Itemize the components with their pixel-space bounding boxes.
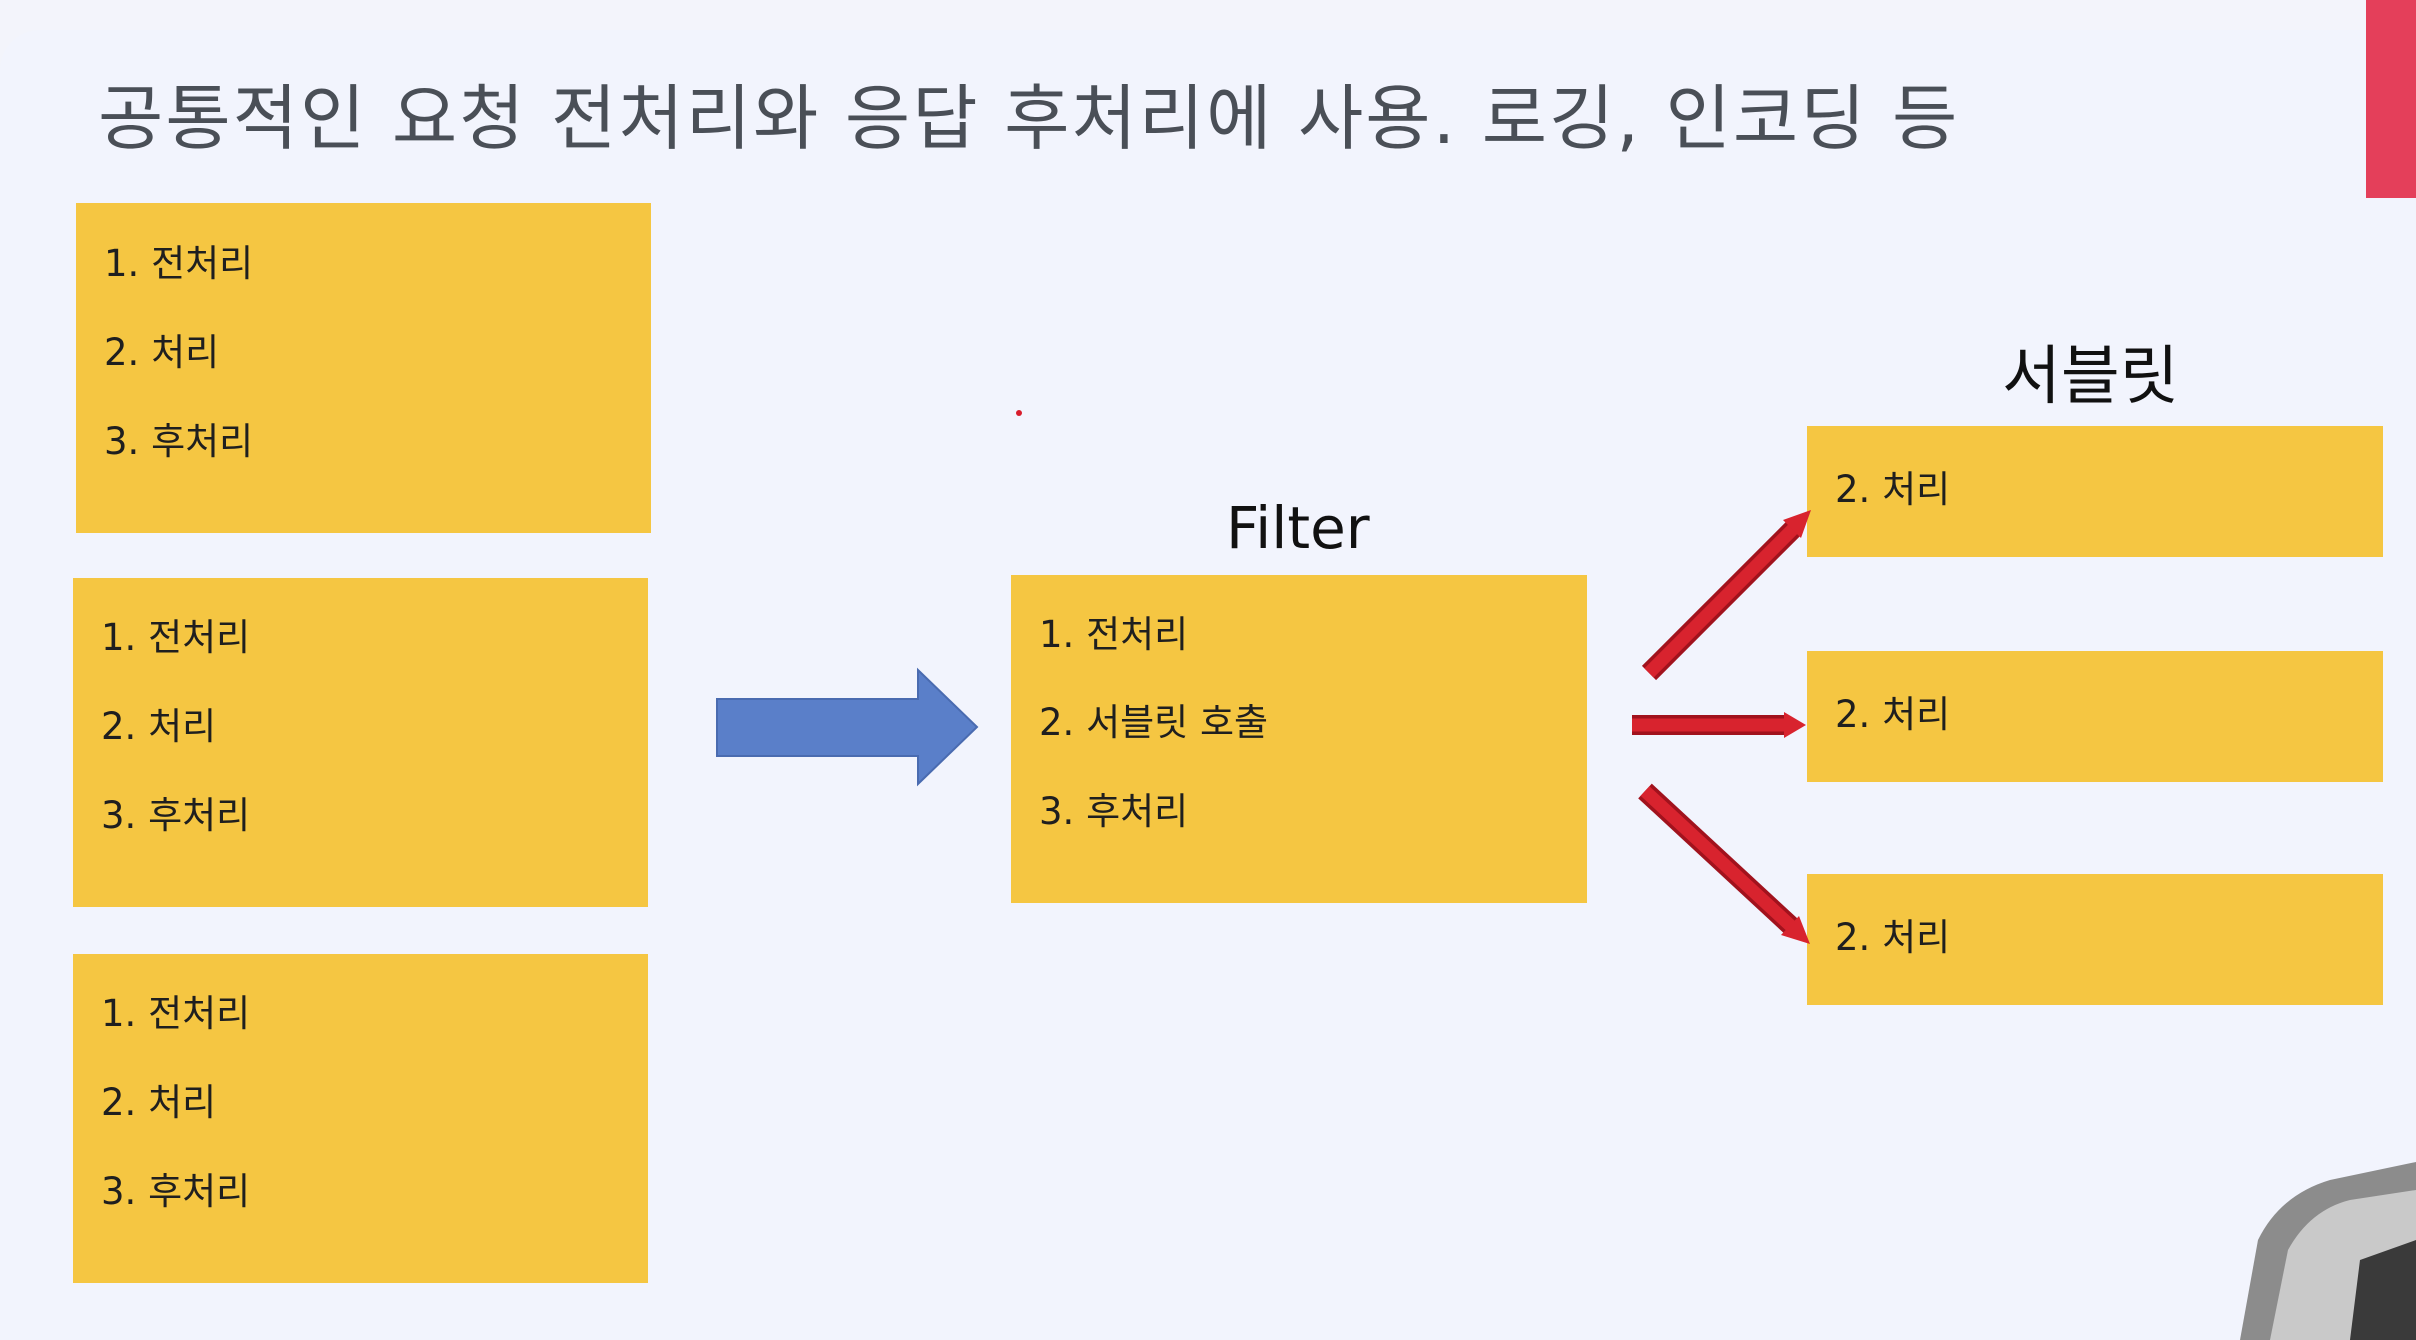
step-pre: 1. 전처리 (104, 233, 253, 287)
laser-pointer-dot (1016, 410, 1022, 416)
presenter-webcam (2240, 1100, 2416, 1340)
step-post: 3. 후처리 (101, 1161, 250, 1215)
slide-title: 공통적인 요청 전처리와 응답 후처리에 사용. 로깅, 인코딩 등 (98, 62, 1959, 164)
accent-bar (2366, 0, 2416, 198)
step-process: 2. 처리 (101, 1072, 216, 1126)
servlet-box-2: 2. 처리 (1807, 651, 2383, 782)
step-process: 2. 처리 (101, 696, 216, 750)
servlet-step-process: 2. 처리 (1835, 684, 1950, 738)
filter-step-call-servlet: 2. 서블릿 호출 (1039, 692, 1268, 746)
step-process: 2. 처리 (104, 322, 219, 376)
step-post: 3. 후처리 (101, 785, 250, 839)
filter-label: Filter (1226, 494, 1370, 562)
servlet-box-1: 2. 처리 (1807, 426, 2383, 557)
filter-step-post: 3. 후처리 (1039, 781, 1188, 835)
servlet-label: 서블릿 (2002, 325, 2179, 417)
filter-box: 1. 전처리 2. 서블릿 호출 3. 후처리 (1011, 575, 1587, 903)
step-pre: 1. 전처리 (101, 983, 250, 1037)
servlet-step-process: 2. 처리 (1835, 459, 1950, 513)
code-block-box-2: 1. 전처리 2. 처리 3. 후처리 (73, 578, 648, 907)
step-pre: 1. 전처리 (101, 607, 250, 661)
filter-step-pre: 1. 전처리 (1039, 604, 1188, 658)
servlet-box-3: 2. 처리 (1807, 874, 2383, 1005)
step-post: 3. 후처리 (104, 411, 253, 465)
code-block-box-1: 1. 전처리 2. 처리 3. 후처리 (76, 203, 651, 533)
code-block-box-3: 1. 전처리 2. 처리 3. 후처리 (73, 954, 648, 1283)
servlet-step-process: 2. 처리 (1835, 907, 1950, 961)
